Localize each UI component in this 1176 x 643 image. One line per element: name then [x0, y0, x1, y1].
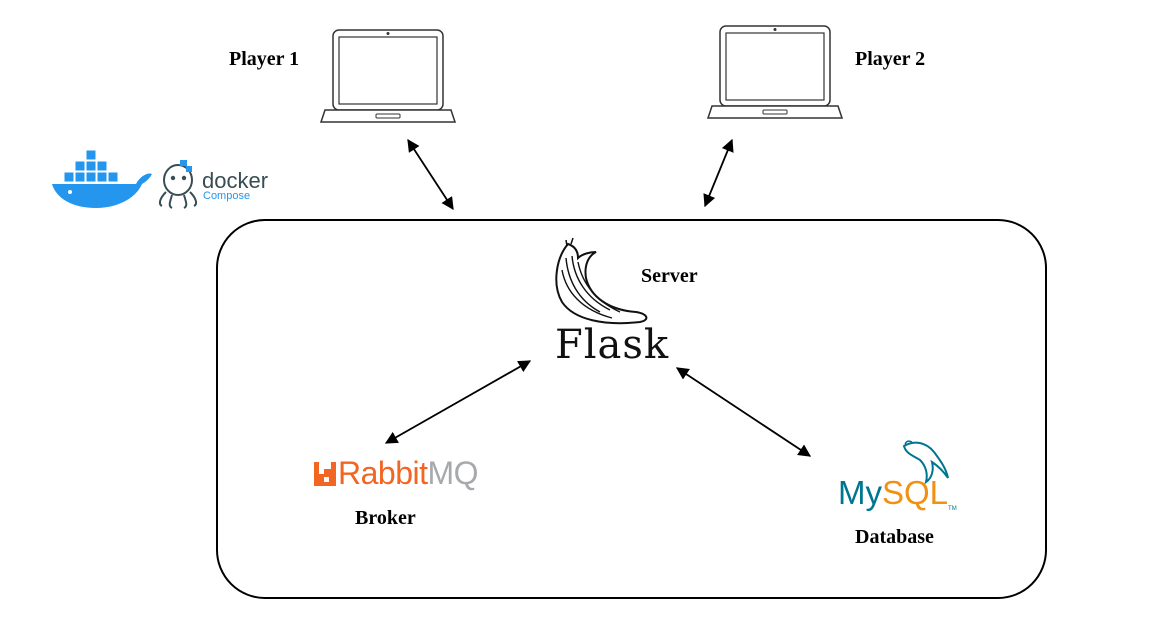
- broker-label: Broker: [355, 507, 416, 529]
- server-label: Server: [641, 265, 698, 287]
- docker-whale-icon: [52, 149, 152, 208]
- player1-label: Player 1: [229, 48, 300, 70]
- player2-label: Player 2: [855, 48, 926, 70]
- mysql-logo-text: MySQLTM: [838, 474, 957, 512]
- rabbitmq-logo-icon: [314, 462, 336, 486]
- server-container: [216, 219, 1047, 599]
- arrow-server-broker: [384, 360, 532, 444]
- flask-horn-icon: [555, 237, 648, 325]
- rabbitmq-logo-text: RabbitMQ: [338, 455, 479, 492]
- mysql-logo-text-my: My: [838, 474, 882, 511]
- database-label: Database: [855, 526, 934, 548]
- docker-logo-text: docker: [202, 168, 269, 193]
- laptop-icon: [706, 25, 844, 119]
- rabbitmq-logo-text-mq: MQ: [427, 455, 479, 491]
- compose-logo-text: Compose: [203, 190, 251, 202]
- arrow-server-database: [675, 367, 812, 457]
- laptop-icon: [319, 29, 457, 123]
- arrow-player1-server: [407, 138, 454, 211]
- docker-compose-octopus-icon: [158, 160, 198, 209]
- arrow-player2-server: [703, 138, 734, 208]
- mysql-dolphin-icon: [902, 440, 949, 485]
- mysql-trademark: TM: [948, 506, 957, 512]
- flask-logo-text: Flask: [555, 322, 670, 368]
- rabbitmq-logo-text-rabbit: Rabbit: [338, 455, 428, 491]
- mysql-logo-text-sql: SQL: [882, 474, 949, 511]
